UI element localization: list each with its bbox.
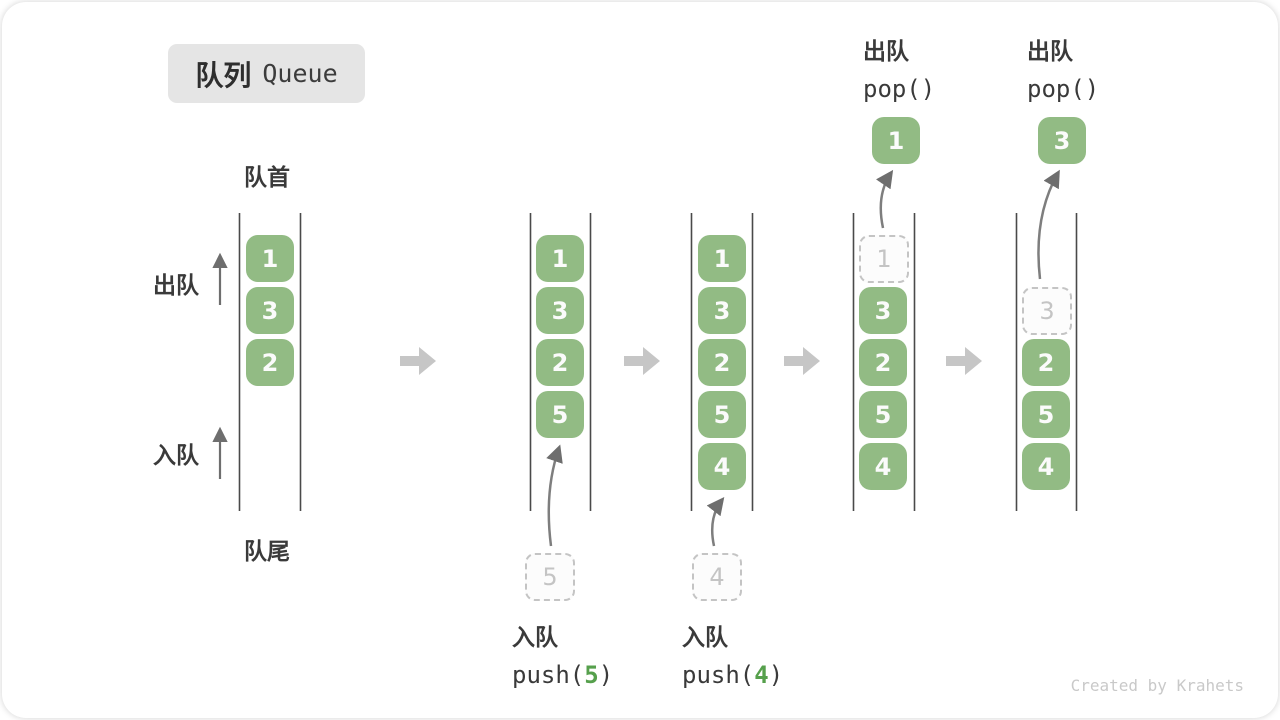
- pop1-operation-label: 出队 pop(): [863, 32, 935, 103]
- queue-item-box: 3: [859, 287, 907, 334]
- push5-label-zh: 入队: [512, 624, 558, 650]
- pop1-label-zh: 出队: [863, 38, 909, 64]
- queue-channel-lines: [238, 213, 1078, 511]
- push4-label-code: push(4): [682, 661, 784, 689]
- queue-item-box: 2: [1022, 339, 1070, 386]
- queue-item-box: 4: [698, 443, 746, 490]
- title-badge: 队列 Queue: [168, 44, 365, 103]
- pop1-label-code: pop(): [863, 75, 936, 103]
- queue-item-box: 2: [859, 339, 907, 386]
- queue-item-box: 3: [246, 287, 294, 334]
- queue-item-box: 1: [536, 235, 584, 282]
- queue-item-box: 2: [536, 339, 584, 386]
- pop2-operation-label: 出队 pop(): [1027, 32, 1099, 103]
- push5-arrow: [546, 444, 563, 547]
- queue-item-box: 1: [698, 235, 746, 282]
- queue-item-box: 5: [698, 391, 746, 438]
- queue-rear-label: 队尾: [244, 538, 290, 564]
- queue-item-box: 4: [859, 443, 907, 490]
- queue-item-box: 5: [1022, 391, 1070, 438]
- queue-item-box: 5: [859, 391, 907, 438]
- queue-item-box: 2: [698, 339, 746, 386]
- push4-label-zh: 入队: [682, 624, 728, 650]
- queue-front-label: 队首: [244, 164, 290, 190]
- queue-item-box: 3: [536, 287, 584, 334]
- queue-item-box: 1: [246, 235, 294, 282]
- push4-operation-label: 入队 push(4): [682, 618, 783, 689]
- push5-label-code: push(5): [512, 661, 614, 689]
- pop1-arrow: [876, 169, 894, 229]
- watermark: Created by Krahets: [1070, 676, 1244, 695]
- enqueue-side-label: 入队: [153, 442, 199, 468]
- queue-item-box: 4: [1022, 443, 1070, 490]
- pending-item-box: 4: [692, 553, 742, 601]
- queue-item-box: 2: [246, 339, 294, 386]
- ghost-item-box: 1: [859, 235, 909, 283]
- pop2-label-zh: 出队: [1027, 38, 1073, 64]
- pending-item-box: 5: [525, 553, 575, 601]
- title-zh: 队列: [195, 59, 252, 91]
- queue-item-box: 5: [536, 391, 584, 438]
- push4-arrow: [706, 497, 725, 547]
- title-en: Queue: [262, 59, 338, 88]
- dequeue-side-label: 出队: [153, 272, 199, 298]
- ghost-item-box: 3: [1022, 287, 1072, 335]
- popped-item-box: 1: [872, 117, 920, 164]
- push5-operation-label: 入队 push(5): [512, 618, 613, 689]
- popped-item-box: 3: [1038, 117, 1086, 164]
- pop2-arrow: [1037, 169, 1060, 280]
- pop2-label-code: pop(): [1027, 75, 1100, 103]
- queue-item-box: 3: [698, 287, 746, 334]
